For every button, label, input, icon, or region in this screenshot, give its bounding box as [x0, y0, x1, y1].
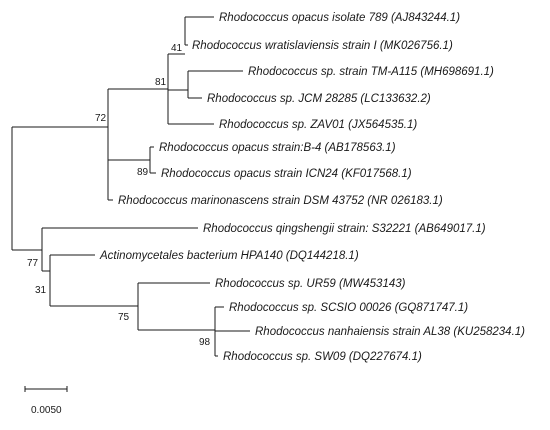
- leaf-label: Rhodococcus nanhaiensis strain AL38 (KU2…: [255, 326, 525, 338]
- leaf-label: Rhodococcus sp. strain TM-A115 (MH698691…: [248, 66, 494, 78]
- bootstrap-value: 77: [27, 258, 39, 269]
- bootstrap-value: 72: [95, 113, 107, 124]
- leaf-label: Rhodococcus qingshengii strain: S32221 (…: [203, 223, 486, 235]
- bootstrap-value: 98: [199, 337, 211, 348]
- leaf-label: Rhodococcus opacus strain ICN24 (KF01756…: [161, 168, 412, 180]
- leaf-label: Rhodococcus opacus isolate 789 (AJ843244…: [219, 12, 460, 24]
- leaf-label: Rhodococcus sp. SW09 (DQ227674.1): [223, 351, 422, 363]
- leaf-label: Rhodococcus sp. UR59 (MW453143): [215, 278, 406, 290]
- leaf-label: Actinomycetales bacterium HPA140 (DQ1442…: [99, 250, 359, 262]
- leaf-label: Rhodococcus opacus strain:B-4 (AB178563.…: [159, 142, 396, 154]
- leaf-label: Rhodococcus sp. JCM 28285 (LC133632.2): [207, 93, 431, 105]
- leaf-label: Rhodococcus wratislaviensis strain I (MK…: [192, 40, 453, 52]
- bootstrap-value: 31: [35, 285, 47, 296]
- bootstrap-value: 89: [137, 167, 149, 178]
- leaf-label: Rhodococcus marinonascens strain DSM 437…: [118, 195, 443, 207]
- leaf-label: Rhodococcus sp. ZAV01 (JX564535.1): [219, 119, 417, 131]
- scale-bar-label: 0.0050: [31, 405, 62, 416]
- bootstrap-value: 75: [118, 312, 130, 323]
- bootstrap-value: 41: [171, 43, 183, 54]
- bootstrap-value: 81: [155, 77, 167, 88]
- leaf-label: Rhodococcus sp. SCSIO 00026 (GQ871747.1): [229, 302, 468, 314]
